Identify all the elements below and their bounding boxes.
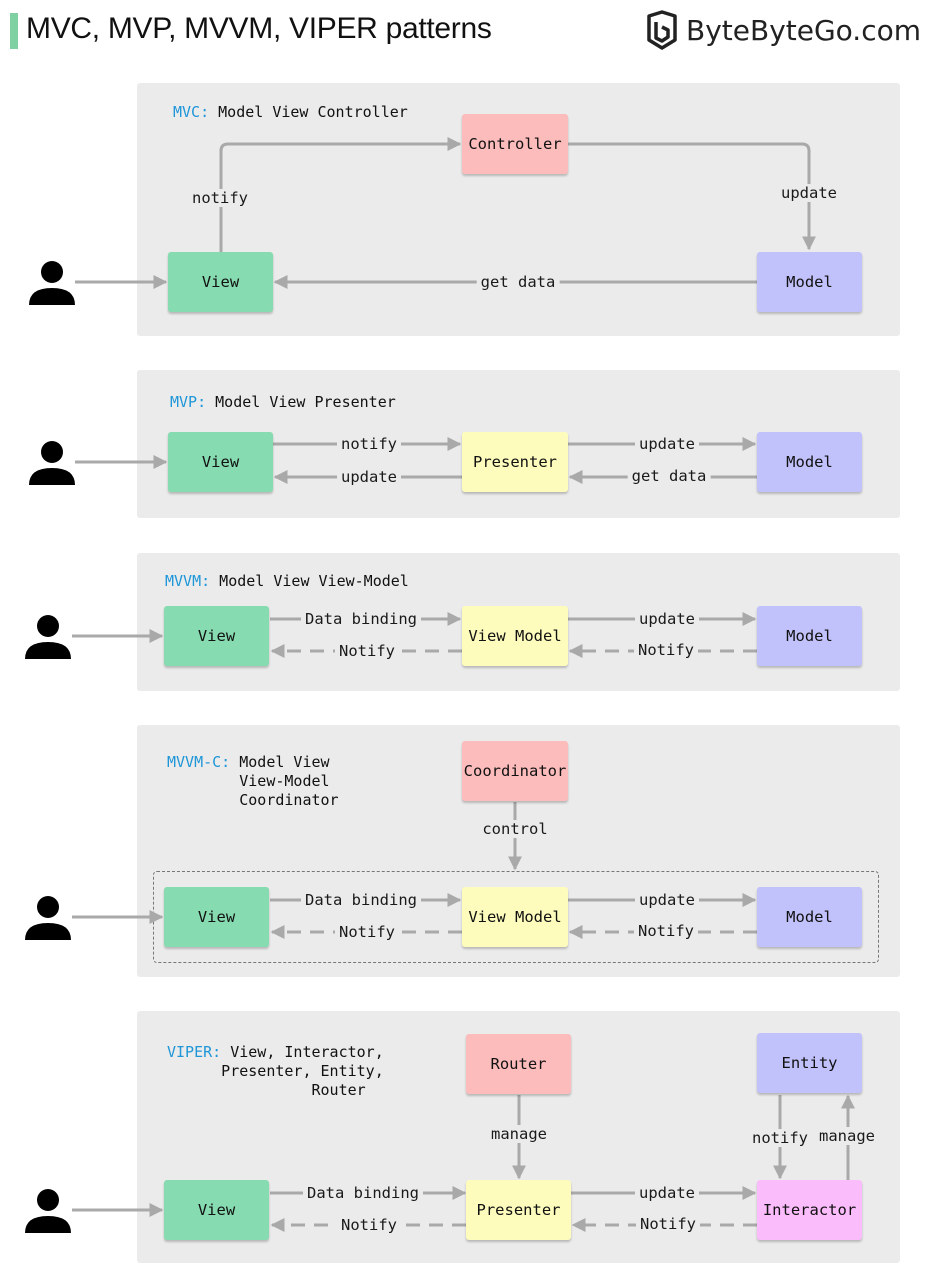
mvp-update-view-label: update xyxy=(337,468,401,486)
viper-notify-view-label: Notify xyxy=(337,1216,401,1234)
mvp-presenter-node: Presenter xyxy=(462,432,568,492)
mvp-update-model-label: update xyxy=(635,435,699,453)
viper-notify-presenter-label: Notify xyxy=(636,1215,700,1233)
mvvmc-title-text: Model View View-Model Coordinator xyxy=(239,753,339,809)
mvvmc-view-node: View xyxy=(164,887,269,947)
mvvmc-control-label: control xyxy=(478,820,552,838)
bytebytego-logo-icon xyxy=(647,10,677,50)
mvvmc-notify-view-label: Notify xyxy=(335,923,399,941)
mvp-get-data-label: get data xyxy=(627,467,711,485)
title-accent-bar xyxy=(10,13,18,49)
mvvm-notify-vm-label: Notify xyxy=(634,641,698,659)
mvc-acronym: MVC: xyxy=(173,103,210,121)
mvvm-model-node: Model xyxy=(757,606,862,666)
viper-update-label: update xyxy=(635,1184,699,1202)
mvvmc-data-binding-label: Data binding xyxy=(301,891,421,909)
viper-interactor-node: Interactor xyxy=(757,1180,862,1240)
viper-view-node: View xyxy=(164,1180,269,1240)
viper-entity-node: Entity xyxy=(757,1033,862,1093)
mvvmc-viewmodel-node: View Model xyxy=(462,887,568,947)
mvvm-view-node: View xyxy=(164,606,269,666)
mvp-title-text: Model View Presenter xyxy=(206,393,396,411)
viper-title-text: View, Interactor, Presenter, Entity, Rou… xyxy=(221,1043,384,1099)
page-title: MVC, MVP, MVVM, VIPER patterns xyxy=(26,12,492,45)
mvc-get-data-label: get data xyxy=(476,273,560,291)
mvvmc-title: MVVM-C: Model View View-Model Coordinato… xyxy=(167,753,339,810)
logo-text: ByteByteGo.com xyxy=(686,14,922,47)
mvp-acronym: MVP: xyxy=(170,393,207,411)
viper-acronym: VIPER: xyxy=(167,1043,222,1061)
mvvm-title-text: Model View View-Model xyxy=(210,572,409,590)
mvvmc-acronym: MVVM-C: xyxy=(167,753,231,771)
mvvm-data-binding-label: Data binding xyxy=(301,610,421,628)
user-icon xyxy=(29,441,75,485)
mvvmc-coordinator-node: Coordinator xyxy=(462,741,568,801)
viper-manage-presenter-label: manage xyxy=(487,1125,551,1143)
mvvmc-model-node: Model xyxy=(757,887,862,947)
mvp-notify-label: notify xyxy=(337,435,401,453)
mvc-notify-label: notify xyxy=(188,189,252,207)
mvc-model-node: Model xyxy=(757,252,862,312)
user-icon xyxy=(25,615,71,659)
mvc-controller-node: Controller xyxy=(462,114,568,174)
mvvm-update-label: update xyxy=(635,610,699,628)
viper-presenter-node: Presenter xyxy=(466,1180,571,1240)
user-icon xyxy=(25,896,71,940)
viper-manage-entity-label: manage xyxy=(815,1127,879,1145)
viper-title: VIPER: View, Interactor, Presenter, Enti… xyxy=(167,1043,384,1100)
mvvm-viewmodel-node: View Model xyxy=(462,606,568,666)
mvvm-title: MVVM: Model View View-Model xyxy=(165,572,409,591)
mvp-title: MVP: Model View Presenter xyxy=(170,393,396,412)
mvc-title: MVC: Model View Controller xyxy=(173,103,408,122)
mvvmc-notify-vm-label: Notify xyxy=(634,922,698,940)
user-icon xyxy=(29,261,75,305)
mvc-update-label: update xyxy=(777,184,841,202)
mvc-view-node: View xyxy=(168,252,273,312)
mvvmc-update-label: update xyxy=(635,891,699,909)
mvvm-acronym: MVVM: xyxy=(165,572,211,590)
mvp-model-node: Model xyxy=(757,432,862,492)
user-icon xyxy=(25,1189,71,1233)
mvp-view-node: View xyxy=(168,432,273,492)
mvc-title-text: Model View Controller xyxy=(209,103,408,121)
mvvm-notify-view-label: Notify xyxy=(335,642,399,660)
viper-notify-entity-label: notify xyxy=(748,1129,812,1147)
viper-data-binding-label: Data binding xyxy=(303,1184,423,1202)
viper-router-node: Router xyxy=(466,1034,571,1094)
